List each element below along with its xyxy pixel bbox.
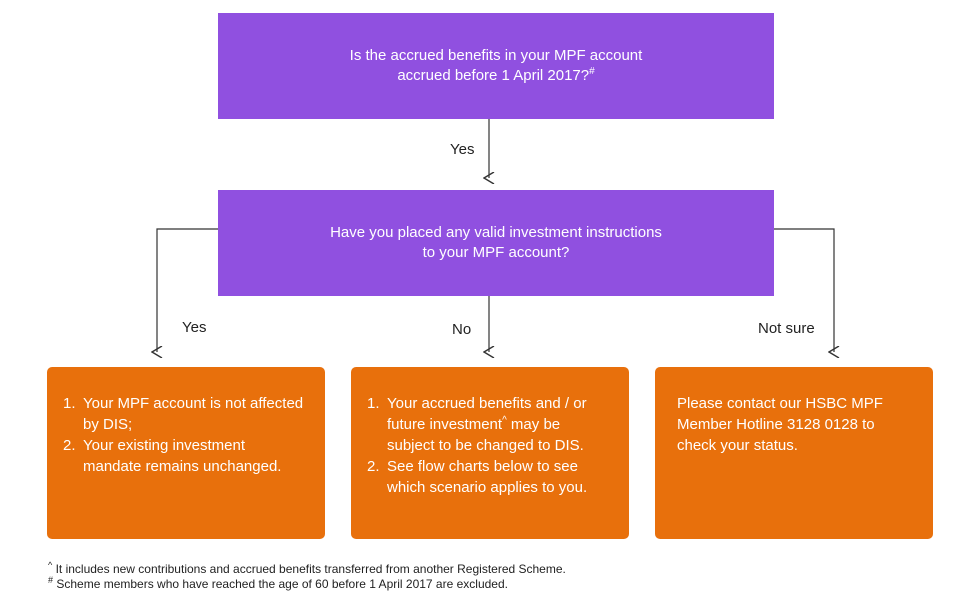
outcome-yes-box: 1. Your MPF account is not affected by DI… [47,367,325,539]
question-accrued-before-2017: Is the accrued benefits in your MPF acco… [218,13,774,119]
list-item: 2. Your existing investment mandate remai… [63,435,307,477]
item-text-part-1: Your accrued benefits and / or future in… [387,395,587,433]
question-1-line-2-wrap: accrued before 1 April 2017?# [397,66,594,86]
item-number: 1. [63,395,76,412]
footnote-caret-mark: ^ [48,560,53,570]
edge-label-yes: Yes [182,319,207,336]
question-1-line-2: accrued before 1 April 2017? [397,67,590,84]
question-valid-instructions: Have you placed any valid investment ins… [218,190,774,296]
question-2-line-1: Have you placed any valid investment ins… [330,224,662,241]
footnote-hash-mark: # [48,575,54,585]
footnote-mark-caret: ^ [502,415,507,426]
outcome-not-sure-text: Please contact our HSBC MPF Member Hotli… [677,395,883,454]
outcome-not-sure-box: Please contact our HSBC MPF Member Hotli… [655,367,933,539]
edge-label-not-sure: Not sure [758,320,815,337]
item-text-part-2: may be subject to be changed to DIS. [387,416,584,454]
edge-label-yes-top: Yes [450,141,475,158]
question-2-line-2: to your MPF account? [422,244,570,261]
footnote-mark-hash: # [589,66,595,77]
item-number: 1. [367,395,380,412]
footnote-caret: ^ It includes new contributions and accr… [48,560,566,577]
list-item: 1. Your MPF account is not affected by DI… [63,393,307,435]
list-item: 2. See flow charts below to see which sce… [367,456,611,498]
outcome-no-box: 1. Your accrued benefits and / or future … [351,367,629,539]
arrow-q2-to-notsure [773,228,834,352]
item-text: Your existing investment mandate remains… [83,437,282,475]
edge-label-no: No [452,321,472,338]
footnote-hash: # Scheme members who have reached the ag… [48,575,508,592]
question-1-line-1: Is the accrued benefits in your MPF acco… [349,47,643,64]
item-text: See flow charts below to see which scena… [387,458,588,496]
item-text: Your accrued benefits and / or future in… [387,393,611,456]
footnote-caret-text: It includes new contributions and accrue… [55,562,566,576]
item-text: Your MPF account is not affected by DIS; [83,395,304,433]
item-number: 2. [367,458,380,475]
footnote-hash-text: Scheme members who have reached the age … [56,577,508,591]
arrow-q2-to-yes [157,228,218,352]
item-number: 2. [63,437,76,454]
list-item: 1. Your accrued benefits and / or future … [367,393,611,456]
